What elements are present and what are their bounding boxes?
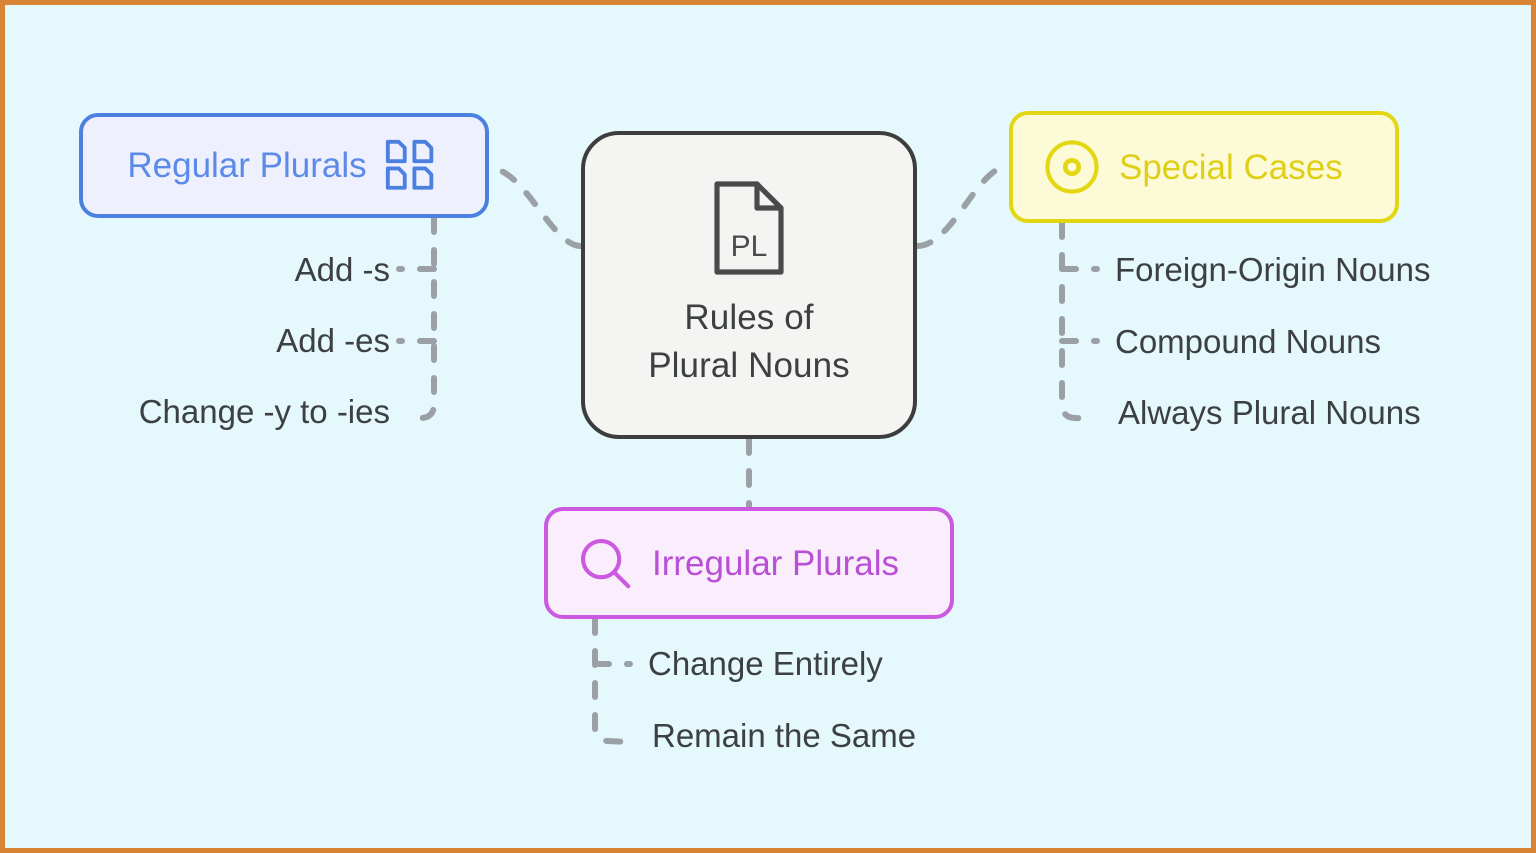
svg-text:PL: PL: [731, 230, 768, 263]
leaf-irregular-change-entirely: Change Entirely: [648, 645, 883, 682]
grid-documents-icon: [383, 137, 441, 195]
edge-regular-spine: [402, 215, 437, 422]
document-pl-icon: PL: [711, 180, 787, 276]
branch-node-irregular-plurals[interactable]: Irregular Plurals: [544, 507, 954, 619]
edge-irregular-spine: [592, 616, 631, 745]
leaf-regular-add-es: Add -es: [276, 322, 390, 359]
branch-label-regular-plurals: Regular Plurals: [127, 146, 367, 185]
central-node[interactable]: PL Rules of Plural Nouns: [581, 131, 917, 439]
branch-node-special-cases[interactable]: Special Cases: [1009, 111, 1399, 223]
central-node-title: Rules of Plural Nouns: [648, 297, 850, 385]
leaf-special-always-plural-nouns: Always Plural Nouns: [1118, 394, 1421, 431]
leaf-regular-change-y-to-ies: Change -y to -ies: [138, 393, 390, 430]
branch-label-irregular-plurals: Irregular Plurals: [652, 543, 900, 583]
edge-special-spine: [1059, 220, 1098, 422]
leaf-regular-add-s: Add -s: [294, 251, 390, 288]
edge-center-to-special: [914, 163, 1012, 249]
branch-label-special-cases: Special Cases: [1119, 147, 1343, 187]
search-magnifier-icon: [574, 532, 636, 594]
leaf-irregular-remain-the-same: Remain the Same: [652, 717, 917, 754]
leaf-special-compound-nouns: Compound Nouns: [1115, 323, 1381, 360]
target-dot-icon: [1041, 136, 1103, 198]
leaf-special-foreign-origin-nouns: Foreign-Origin Nouns: [1115, 251, 1431, 288]
branch-node-regular-plurals[interactable]: Regular Plurals: [79, 113, 489, 218]
edge-center-to-regular: [486, 165, 584, 249]
